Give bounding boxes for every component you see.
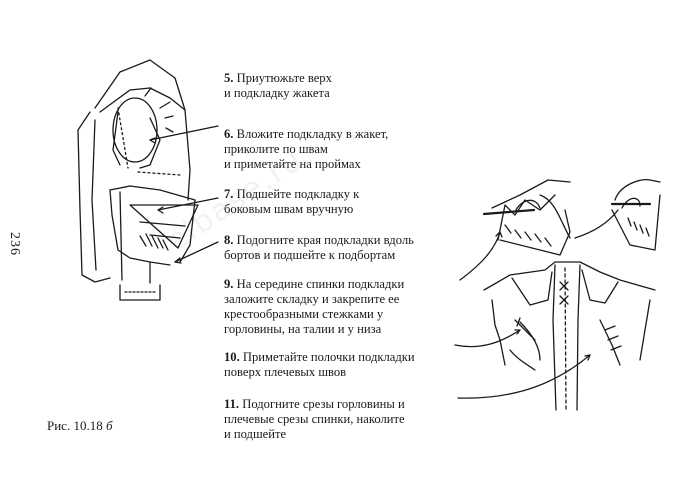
back-lining-illustration <box>483 261 656 411</box>
step-6: 6. Вложите подкладку в жакет, приколите … <box>224 127 389 171</box>
arrow-step-9 <box>459 231 501 281</box>
arrow-step-11 <box>457 354 591 399</box>
jacket-lining-illustration <box>77 59 199 301</box>
step-10: 10. Приметайте полочки подкладки поверх … <box>224 350 415 379</box>
stitch-detail-right <box>610 179 661 251</box>
step-11: 11. Подогните срезы горловины и плечевые… <box>224 397 405 441</box>
arrow-step-10 <box>454 329 521 348</box>
step-7: 7. Подшейте подкладку к боковым швам вру… <box>224 187 360 216</box>
figure-caption: Рис. 10.18 б <box>47 418 113 433</box>
stitch-detail-left <box>482 179 571 256</box>
step-5: 5. Приутюжьте верх и подкладку жакета <box>224 71 332 100</box>
arrow-step-8 <box>174 241 219 263</box>
step-9: 9. На середине спинки подкладки заложите… <box>224 277 405 336</box>
arrow-step-6 <box>149 125 219 141</box>
step-8: 8. Подогните края подкладки вдоль бортов… <box>224 233 414 262</box>
arrow-step-7 <box>157 197 219 211</box>
